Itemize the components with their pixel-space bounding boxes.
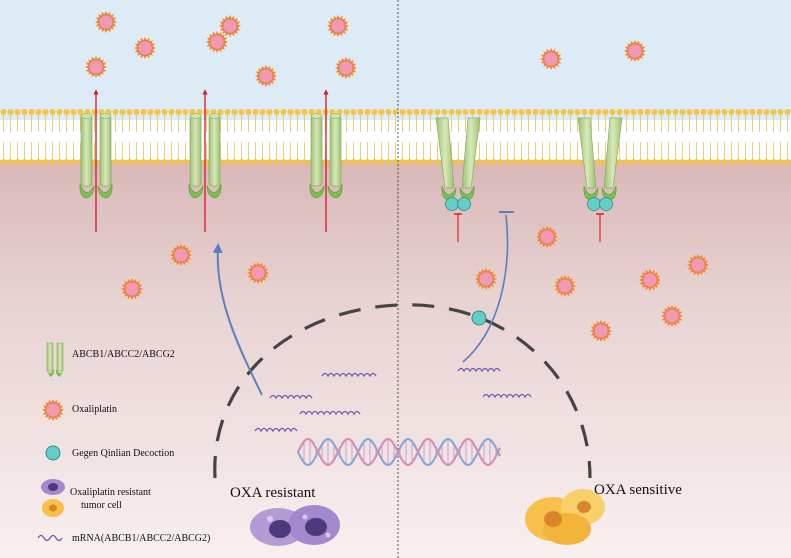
oxaliplatin-icon xyxy=(624,40,646,62)
oxaliplatin-icon xyxy=(134,37,156,59)
gegen-qinlian-decoction-icon xyxy=(471,310,487,326)
oxaliplatin-icon xyxy=(219,15,241,37)
legend-label-transporter: ABCB1/ABCC2/ABCG2 xyxy=(72,349,175,360)
oxaliplatin-icon xyxy=(475,268,497,290)
oxaliplatin-icon xyxy=(540,48,562,70)
cytoplasm xyxy=(0,160,791,558)
oxaliplatin-icon xyxy=(327,15,349,37)
expression-arrow xyxy=(212,243,263,396)
mrna-icon xyxy=(482,393,532,399)
resistant-tumor-cell-icon xyxy=(41,479,65,495)
oxaliplatin-icon xyxy=(206,31,228,53)
transporter-icon xyxy=(577,117,623,211)
oxaliplatin-icon xyxy=(85,56,107,78)
transporter-icon xyxy=(79,113,113,199)
transporter-icon xyxy=(309,113,343,199)
mrna-icon xyxy=(37,534,63,542)
legend-label-decoction: Gegen Qinlian Decoction xyxy=(72,448,175,459)
oxaliplatin-icon xyxy=(170,244,192,266)
dna-helix-icon xyxy=(297,437,501,467)
oxaliplatin-icon xyxy=(255,65,277,87)
extracellular-space xyxy=(0,0,791,120)
oxaliplatin-icon xyxy=(554,275,576,297)
oxaliplatin-icon xyxy=(661,305,683,327)
inhibition-arrow-icon xyxy=(462,211,514,363)
mrna-icon xyxy=(321,372,377,378)
legend-label-resistant-cell-1: Oxaliplatin resistant xyxy=(70,487,151,498)
panel-label-oxa-sensitive: OXA sensitive xyxy=(594,482,682,498)
oxaliplatin-icon xyxy=(335,57,357,79)
oxaliplatin-icon xyxy=(247,262,269,284)
oxaliplatin-icon xyxy=(121,278,143,300)
transporter-icon xyxy=(188,113,222,199)
mrna-icon xyxy=(254,427,298,433)
nuclear-envelope xyxy=(213,303,592,479)
sensitive-tumor-cell-icon xyxy=(42,499,64,517)
legend-label-resistant-cell-2: tumor cell xyxy=(81,500,122,511)
transporter-icon xyxy=(435,117,481,211)
oxaliplatin-icon xyxy=(639,269,661,291)
oxaliplatin-icon xyxy=(687,254,709,276)
mrna-icon xyxy=(299,410,361,416)
oxaliplatin-icon xyxy=(536,226,558,248)
oxaliplatin-icon xyxy=(95,11,117,33)
mrna-icon xyxy=(457,367,501,373)
transporter-icon xyxy=(46,342,64,377)
gegen-qinlian-decoction-icon xyxy=(45,445,61,461)
oxaliplatin-icon xyxy=(590,320,612,342)
panel-label-oxa-resistant: OXA resistant xyxy=(230,485,316,501)
oxaliplatin-icon xyxy=(42,399,64,421)
cell-membrane xyxy=(0,108,791,166)
oxaliplatin-icon xyxy=(42,399,64,421)
legend-label-oxaliplatin: Oxaliplatin xyxy=(72,404,117,415)
mrna-icon xyxy=(269,394,313,400)
resistant-tumor-cell-icon xyxy=(250,505,340,546)
legend-label-mrna: mRNA(ABCB1/ABCC2/ABCG2) xyxy=(72,533,211,544)
sensitive-tumor-cell-icon xyxy=(525,489,605,545)
